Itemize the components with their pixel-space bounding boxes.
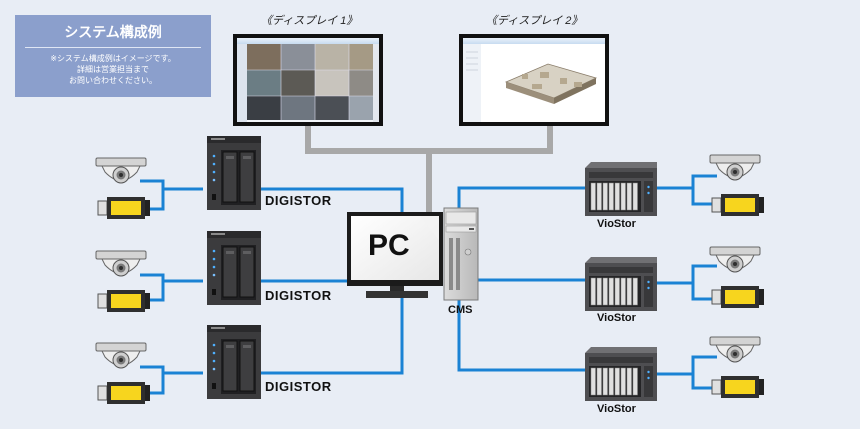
camera-pair [95,250,151,313]
note-title: システム構成例 [25,23,201,48]
note-line: 詳細は営業担当まで [77,65,149,74]
viostor-label: VioStor [597,218,636,230]
viostor-nvr [584,256,658,312]
digistor-label: DIGISTOR [265,379,332,394]
digistor-nas [206,324,262,400]
pc-label: PC [368,229,410,262]
camera-pair [709,154,765,217]
camera-pair [95,342,151,405]
viostor-label: VioStor [597,403,636,415]
digistor-nas [206,230,262,306]
digistor-nas [206,135,262,211]
digistor-label: DIGISTOR [265,193,332,208]
display-2-label: 《ディスプレイ 2》 [486,15,583,27]
system-note: システム構成例 ※システム構成例はイメージです。 詳細は営業担当まで お問い合わ… [15,15,211,97]
display-1-label: 《ディスプレイ 1》 [261,15,358,27]
camera-pair [709,246,765,309]
viostor-nvr [584,346,658,402]
digistor-label: DIGISTOR [265,288,332,303]
viostor-nvr [584,161,658,217]
note-line: お問い合わせください。 [69,76,157,85]
note-line: ※システム構成例はイメージです。 [50,54,176,63]
pc-monitor [347,212,443,298]
cms-tower [443,207,479,301]
display-1-monitor [233,34,383,126]
display-cables [305,125,553,212]
note-body: ※システム構成例はイメージです。 詳細は営業担当まで お問い合わせください。 [15,53,211,86]
viostor-label: VioStor [597,312,636,324]
camera-pair [709,336,765,399]
cms-label: CMS [448,304,473,316]
display-2-monitor [459,34,609,126]
camera-pair [95,157,151,220]
